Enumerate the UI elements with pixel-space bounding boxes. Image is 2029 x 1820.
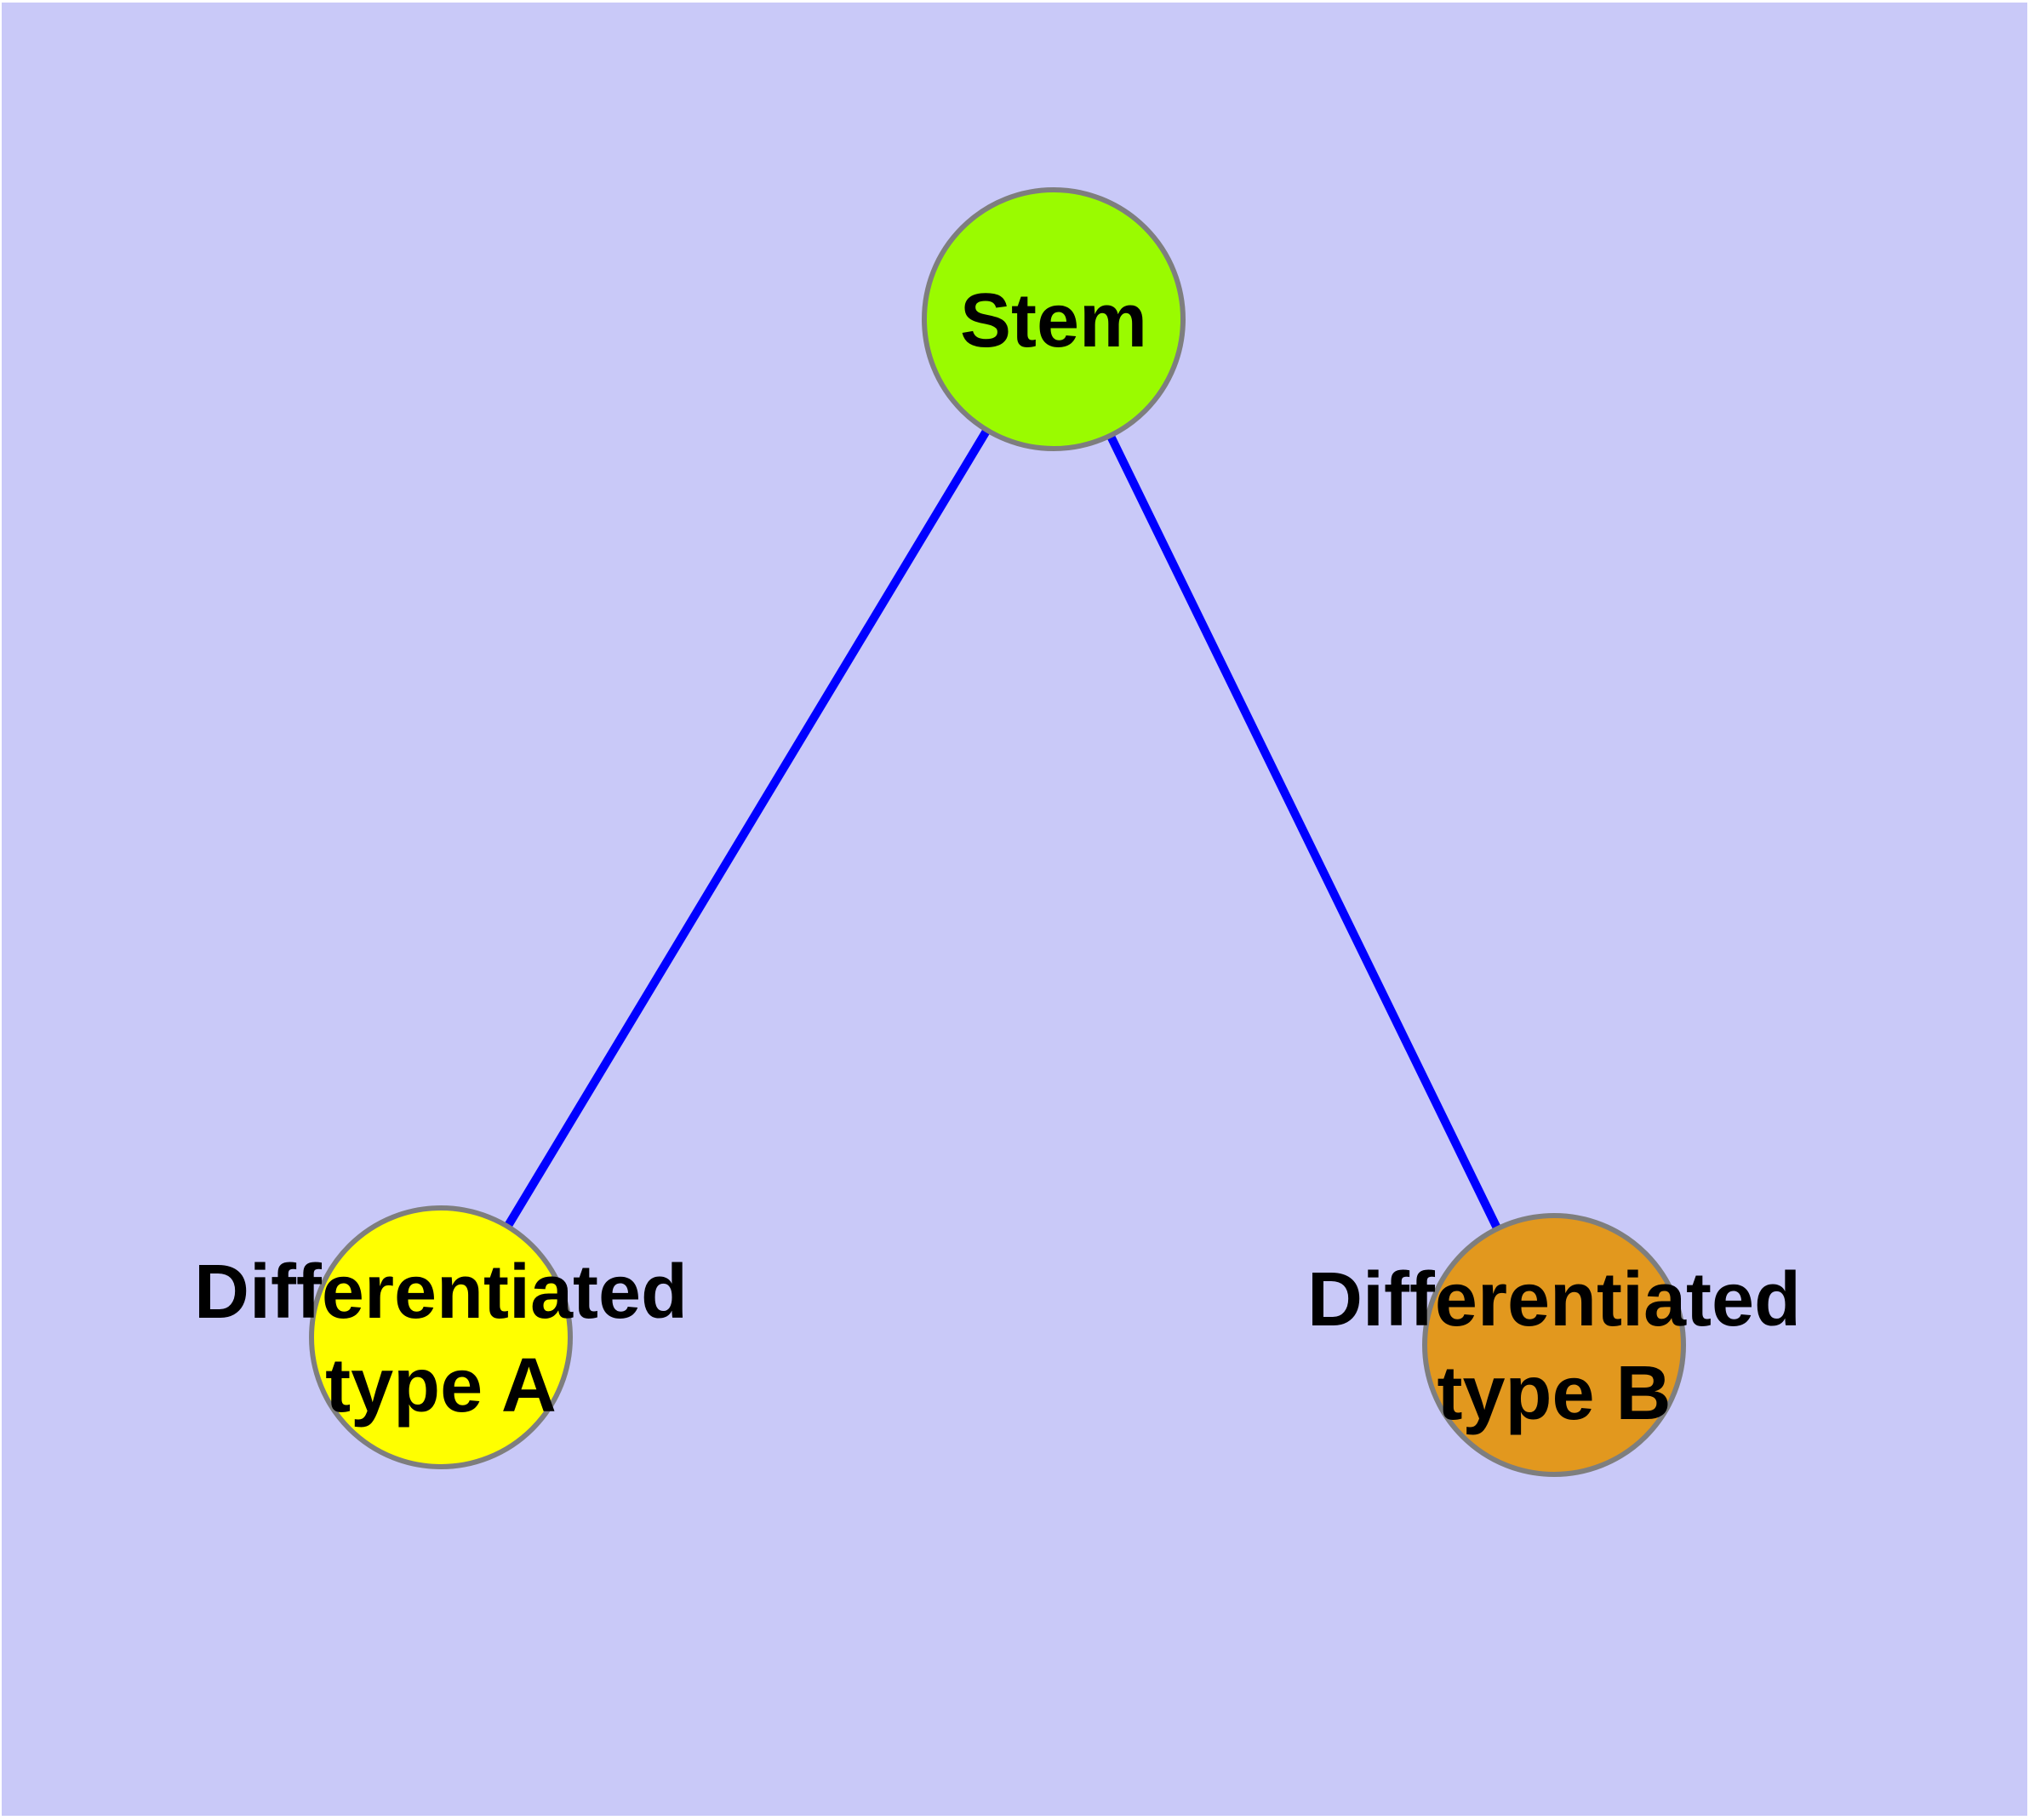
node-type-a-label-line2: type A xyxy=(325,1343,557,1428)
node-stem-circle xyxy=(922,187,1186,451)
node-type-b-label-line2: type B xyxy=(1437,1351,1671,1436)
edge-stem-to-type-b xyxy=(1049,317,1558,1348)
node-stem: Stem xyxy=(922,187,1186,451)
node-differentiated-type-b: Differentiated type B xyxy=(1307,1213,1801,1477)
node-type-b-circle xyxy=(1422,1213,1686,1477)
node-type-a-circle xyxy=(309,1205,573,1469)
edges xyxy=(437,317,1558,1348)
node-type-b-label-line1: Differentiated xyxy=(1307,1257,1801,1342)
node-stem-label: Stem xyxy=(960,278,1147,363)
node-type-a-label-line1: Differentiated xyxy=(194,1250,688,1335)
node-differentiated-type-a: Differentiated type A xyxy=(194,1205,688,1469)
edge-stem-to-type-a xyxy=(437,317,1058,1340)
